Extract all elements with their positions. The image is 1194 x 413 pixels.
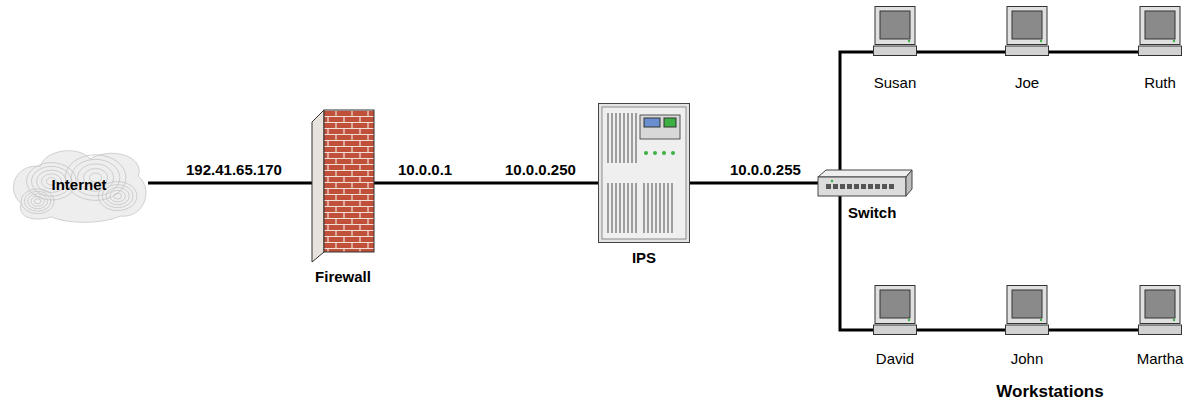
workstation: David <box>873 285 917 335</box>
workstation-name: Martha <box>1137 350 1184 367</box>
workstation-outline <box>1138 285 1182 335</box>
workstation: Susan <box>873 6 917 56</box>
device-label: Switch <box>848 204 896 221</box>
workstation-outline <box>873 6 917 56</box>
workstation: Joe <box>1005 6 1049 56</box>
internet-cloud: Internet <box>10 148 148 222</box>
network-link <box>917 329 1005 332</box>
workstation-name: David <box>876 350 914 367</box>
device-label: Internet <box>51 176 106 193</box>
network-link <box>1049 51 1138 54</box>
network-link <box>148 182 312 185</box>
network-switch: Switch <box>818 170 912 196</box>
ip-address: 192.41.65.170 <box>186 161 282 178</box>
firewall-icon-outline <box>312 110 374 262</box>
ip-address: 10.0.0.1 <box>398 161 452 178</box>
network-link <box>374 182 598 185</box>
ips-server-outline <box>598 103 690 243</box>
workstation-name: Susan <box>874 74 917 91</box>
network-link <box>840 52 873 170</box>
firewall-icon: Firewall <box>312 110 374 262</box>
network-switch-outline <box>818 170 912 196</box>
workstation-outline <box>1138 6 1182 56</box>
workstation: Martha <box>1138 285 1182 335</box>
group-label: Workstations <box>996 382 1103 402</box>
device-label: Firewall <box>315 268 371 285</box>
workstation-outline <box>873 285 917 335</box>
network-link <box>690 182 818 185</box>
workstation: John <box>1005 285 1049 335</box>
network-link <box>917 51 1005 54</box>
workstation-name: Joe <box>1015 74 1039 91</box>
ip-address: 10.0.0.250 <box>505 161 576 178</box>
device-label: IPS <box>632 249 656 266</box>
workstation-name: John <box>1011 350 1044 367</box>
workstation-name: Ruth <box>1144 74 1176 91</box>
workstation: Ruth <box>1138 6 1182 56</box>
ips-server: IPS <box>598 103 690 243</box>
ip-address: 10.0.0.255 <box>730 161 801 178</box>
workstation-outline <box>1005 6 1049 56</box>
workstation-outline <box>1005 285 1049 335</box>
network-link <box>1049 329 1138 332</box>
